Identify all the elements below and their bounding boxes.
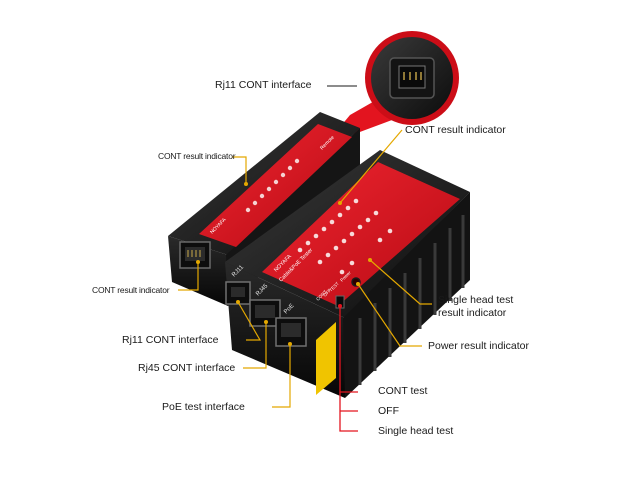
leader-single-head-indicator xyxy=(369,259,432,305)
remote-led-row xyxy=(245,158,300,213)
leader-power xyxy=(357,283,422,347)
label-rj45-left: Rj45 CONT interface xyxy=(138,362,236,374)
label-cont-indicator-top: CONT result indicator xyxy=(405,124,506,136)
leader-cont-left-small xyxy=(232,156,247,184)
label-rj11-top: Rj11 CONT interface xyxy=(215,79,312,91)
label-single-head-test: Single head test xyxy=(378,425,454,437)
grip-ridges xyxy=(358,215,465,385)
zoom-rj11-jack xyxy=(398,65,426,89)
callout-lines xyxy=(178,85,432,432)
leader-cont-top xyxy=(339,129,403,204)
label-rj11-left: Rj11 CONT interface xyxy=(122,334,219,346)
switch-test-text: TEST xyxy=(328,281,340,293)
main-led-matrix xyxy=(297,198,393,275)
leader-cont-left xyxy=(178,262,199,291)
main-red-panel xyxy=(262,162,460,306)
leader-poe-left xyxy=(272,344,291,408)
label-cont-test: CONT test xyxy=(378,385,428,397)
label-cont-indicator-left: CONT result indicator xyxy=(92,285,170,295)
yellow-side-label xyxy=(316,322,336,395)
label-cont-indicator-left-small: CONT result indicator xyxy=(158,151,236,161)
leader-rj11-left xyxy=(237,301,262,341)
label-single-head-line2: result indicator xyxy=(438,307,507,319)
rj11-zoom-callout xyxy=(325,31,459,145)
label-off: OFF xyxy=(378,405,399,417)
label-single-head-line1: Single head test xyxy=(438,294,514,306)
main-unit xyxy=(225,150,470,398)
label-poe-left: PoE test interface xyxy=(162,401,245,413)
label-power-indicator: Power result indicator xyxy=(428,340,529,352)
leader-switch-single xyxy=(339,392,358,432)
leader-rj45-left xyxy=(243,322,267,369)
main-poe-port xyxy=(275,317,307,347)
remote-red-panel xyxy=(199,124,352,247)
switch-off-text: OFF xyxy=(322,288,332,298)
